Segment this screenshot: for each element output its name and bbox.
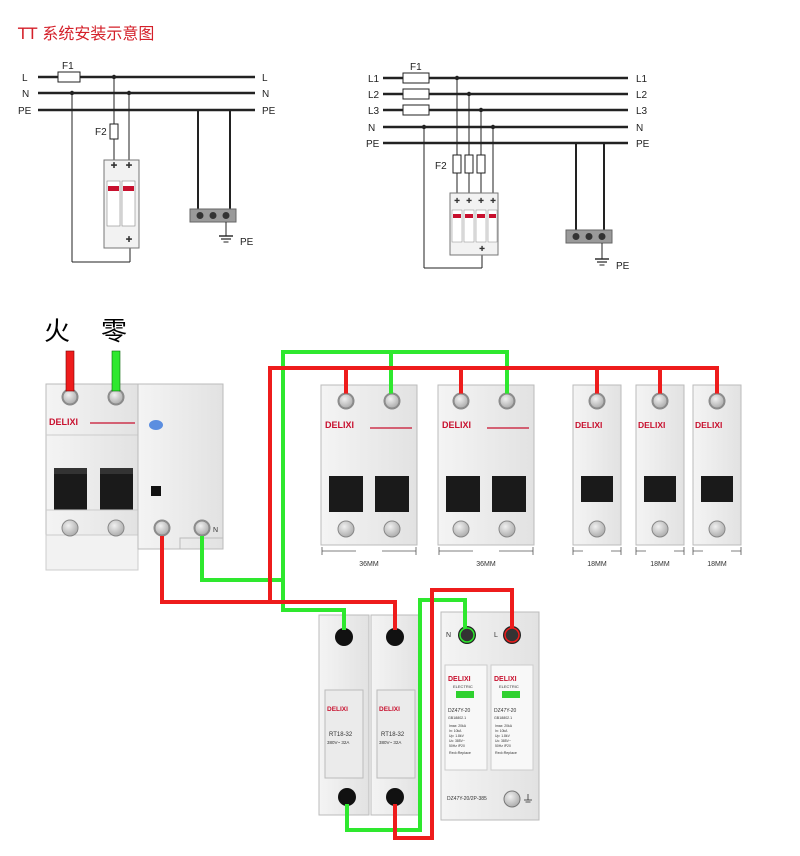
width-label: 18MM [707,561,727,568]
line-l-label-left: L [22,73,28,84]
brand-label: DELIXI [442,420,471,430]
branch-breaker-1p-b: DELIXI [635,384,685,546]
live-label: 火 [44,317,70,347]
spd-spec: Uc: 385V~ [495,739,511,743]
width-label: 36MM [476,561,496,568]
spd-spec: In: 10kA [495,729,508,733]
terminal-screws [62,389,725,804]
brand-label: DELIXI [327,706,348,713]
spd-replace: Red=Replace [495,751,517,755]
line-pe-label-right-3p: PE [636,139,650,150]
screw-icon: ✚ [111,161,118,170]
line-l2-label-right: L2 [636,90,648,101]
screw-icon: ✚ [454,197,460,205]
spd-spec: Up: 1.8kV [495,734,511,738]
line-pe-label-left: PE [18,106,32,117]
brand-label: DELIXI [325,420,354,430]
spd-spec: Up: 1.8kV [449,734,465,738]
main-breaker: DELIXI [45,383,139,571]
spd-spec: 50Hz IP20 [449,744,465,748]
line-n-label-left-3p: N [368,123,375,134]
line-n-label-left: N [22,89,29,100]
width-markers [321,547,742,555]
fuse-f2-label: F2 [95,127,107,138]
wiring-diagram: 火 零 DELIXI N [44,317,742,840]
fuse-model-label: RT18-32 [329,732,353,738]
single-phase-schematic: F1 L N PE L N PE F2 ✚ ✚ ✚ [18,61,276,263]
fuse-f1-label: F1 [62,61,74,72]
width-label: 36MM [359,561,379,568]
width-label: 18MM [650,561,670,568]
spd-model-label: DZ47Y-20 [448,708,471,714]
line-pe-label-left-3p: PE [366,139,380,150]
spd-replace: Red=Replace [449,751,471,755]
fuse-rating-label: 380V~ 32A [327,740,349,745]
screw-icon: ✚ [466,197,472,205]
neutral-label: 零 [101,317,127,347]
fuse-f1-label-3p: F1 [410,62,422,73]
test-button[interactable] [149,420,163,430]
width-label: 18MM [587,561,607,568]
leakage-module: N [137,383,224,550]
spd-model-label: DZ47Y-20 [494,708,517,714]
spd-std: GB18802.1 [494,716,512,720]
line-l3-label-right: L3 [636,106,648,117]
screw-icon: ✚ [478,197,484,205]
line-pe-label-right: PE [262,106,276,117]
spd-brand-sub: ELECTRIC [453,684,473,689]
fuse-f2-label-3p: F2 [435,161,447,172]
line-n-label-right: N [262,89,269,100]
spd-std: GB18802.1 [448,716,466,720]
branch-breaker-1p-c: DELIXI [692,384,742,546]
brand-label: DELIXI [379,706,400,713]
spd-brand-sub: ELECTRIC [499,684,519,689]
line-n-label-right-3p: N [636,123,643,134]
spd-spec: Uc: 385V~ [449,739,465,743]
screw-icon: ✚ [126,235,133,244]
spd-spec: Imax: 20kA [495,724,513,728]
line-l-label-right: L [262,73,268,84]
spd-bottom-label: DZ47Y-20/2P-385 [447,796,487,802]
fuse-holder-right: DELIXI RT18-32 380V~ 32A [370,614,422,816]
branch-breaker-2p-b: DELIXI [437,384,535,546]
line-l1-label-right: L1 [636,74,648,85]
screw-icon: ✚ [126,161,133,170]
ground-icon [219,235,233,243]
surge-protector: N L DELIXI DELIXI ELECTRIC ELECTRIC DZ47… [440,611,540,821]
fuse-holder-left: DELIXI RT18-32 380V~ 32A [318,614,370,816]
brand-label: DELIXI [638,420,665,430]
branch-breaker-2p-a: DELIXI [320,384,418,546]
fuse-model-label: RT18-32 [381,732,405,738]
fuse-rating-label: 380V~ 32A [379,740,401,745]
three-phase-schematic: F1 L1 L2 L3 N PE L1 L2 L3 N PE F2 [366,62,650,272]
screw-icon: ✚ [490,197,496,205]
line-l2-label-left: L2 [368,90,380,101]
brand-label: DELIXI [49,417,78,427]
brand-label: DELIXI [494,676,517,683]
spd-n-label: N [446,632,451,639]
spd-spec: In: 10kA [449,729,462,733]
ground-pe-label: PE [240,237,254,248]
brand-label: DELIXI [575,420,602,430]
page-title: TT 系统安装示意图 [18,24,155,43]
ground-icon [595,258,609,266]
branch-breaker-1p-a: DELIXI [572,384,622,546]
brand-label: DELIXI [695,420,722,430]
line-l3-label-left: L3 [368,106,380,117]
ground-icon [524,794,532,803]
spd-spec: Imax: 20kA [449,724,467,728]
n-terminal-label: N [213,527,218,534]
spd-l-label: L [494,632,498,639]
brand-label: DELIXI [448,676,471,683]
line-l1-label-left: L1 [368,74,380,85]
ground-pe-label-3p: PE [616,261,630,272]
screw-icon: ✚ [479,245,485,253]
spd-spec: 50Hz IP20 [495,744,511,748]
